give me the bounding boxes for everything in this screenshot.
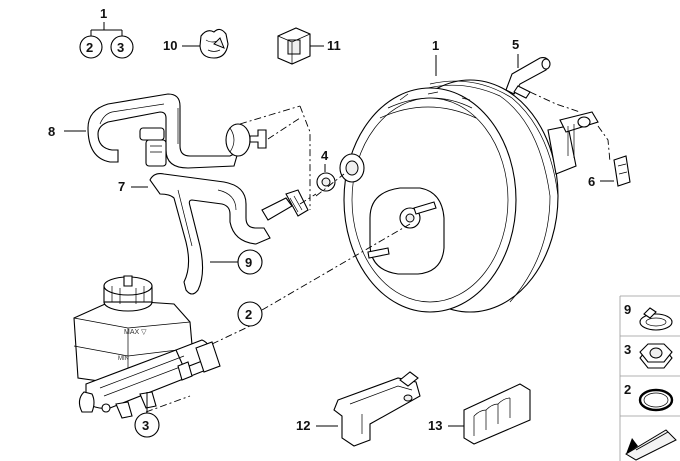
callout-group-3-body: 3 bbox=[134, 392, 160, 438]
grommet-part-4: 4 bbox=[316, 148, 336, 192]
callout-1-top: 1 bbox=[100, 6, 107, 21]
hose-clamp-icon bbox=[639, 307, 673, 331]
assembly-line-8 bbox=[299, 105, 311, 210]
callout-1-booster: 1 bbox=[432, 38, 439, 53]
legend-item-9: 9 bbox=[624, 302, 673, 331]
callout-circle-2 bbox=[79, 35, 103, 59]
check-valve-part-5: 5 bbox=[505, 37, 581, 113]
hex-nut-icon bbox=[639, 343, 673, 369]
reservoir-min-mark: MIN bbox=[118, 356, 129, 362]
callout-13: 13 bbox=[428, 418, 442, 433]
master-cylinder-assembly: MAX ▽ MIN bbox=[73, 275, 251, 419]
legend-panel: 9 3 2 bbox=[619, 295, 680, 461]
legend-label-3: 3 bbox=[624, 342, 631, 357]
catalog-arrow-icon bbox=[625, 429, 677, 461]
callout-2-body: 2 bbox=[245, 307, 252, 322]
legend-label-9: 9 bbox=[624, 302, 631, 317]
callout-5: 5 bbox=[512, 37, 519, 52]
legend-item-3: 3 bbox=[624, 342, 673, 369]
callout-8: 8 bbox=[48, 124, 55, 139]
legend-label-2: 2 bbox=[624, 382, 631, 397]
bracket-part-11: 11 bbox=[277, 27, 341, 65]
callout-group-1: 1 2 3 bbox=[79, 6, 134, 59]
callout-3-body: 3 bbox=[142, 418, 149, 433]
callout-3-sub: 3 bbox=[117, 40, 124, 55]
grommet-part-10: 10 bbox=[163, 28, 229, 59]
callout-4: 4 bbox=[321, 148, 329, 163]
callout-10: 10 bbox=[163, 38, 177, 53]
callout-2-sub: 2 bbox=[86, 40, 93, 55]
callout-group-9: 9 bbox=[210, 249, 263, 275]
cable-holder-part-13: 13 bbox=[428, 383, 531, 445]
vacuum-hose-part-8: 8 bbox=[48, 93, 301, 169]
reservoir-max-mark: MAX ▽ bbox=[124, 329, 147, 336]
callout-9: 9 bbox=[245, 255, 252, 270]
callout-group-2-body: 2 bbox=[237, 301, 263, 327]
vacuum-hose-part-7: 7 bbox=[118, 173, 317, 295]
callout-7: 7 bbox=[118, 179, 125, 194]
o-ring-icon bbox=[638, 388, 674, 412]
brake-booster-part-1: 1 bbox=[261, 38, 599, 313]
legend-item-2: 2 bbox=[624, 382, 674, 412]
callout-12: 12 bbox=[296, 418, 310, 433]
callout-circle-3 bbox=[110, 35, 134, 59]
bracket-part-12: 12 bbox=[296, 371, 421, 447]
callout-6: 6 bbox=[588, 174, 595, 189]
clip-part-6: 6 bbox=[588, 125, 631, 189]
callout-11: 11 bbox=[327, 38, 341, 53]
